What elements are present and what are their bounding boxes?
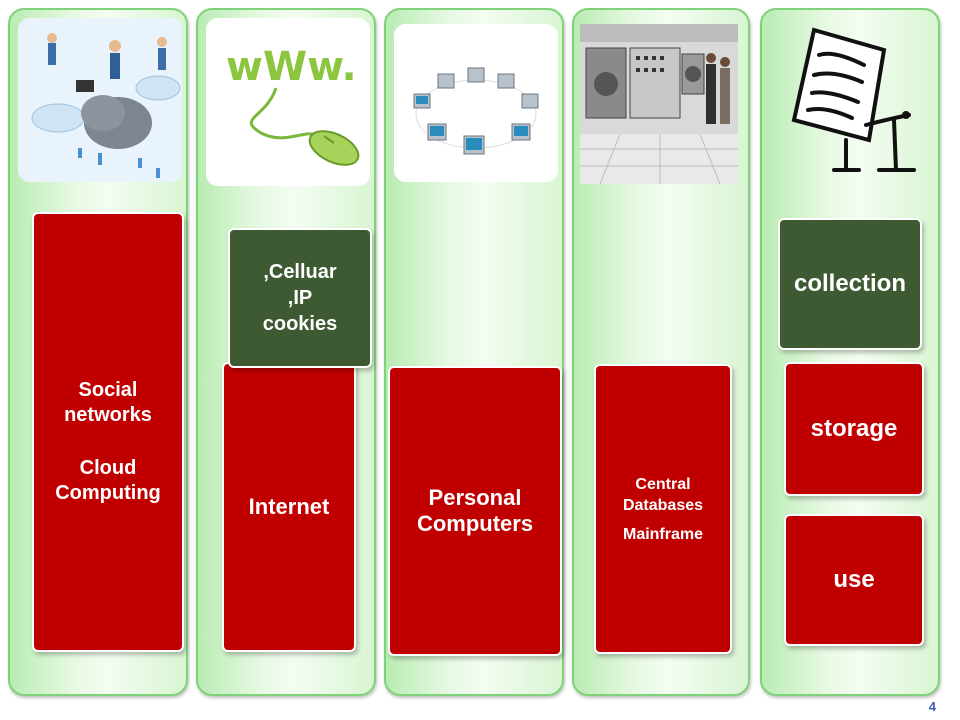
- column-mainframe: Central Databases Mainframe: [572, 8, 750, 696]
- network-computers-icon: [394, 24, 558, 182]
- collection-label: collection: [793, 270, 907, 297]
- networks-label: networks: [64, 404, 152, 426]
- computing-label: Computing: [55, 482, 161, 504]
- column-data-lifecycle: collection storage use: [760, 8, 940, 696]
- central-databases-box: Central Databases Mainframe: [594, 364, 732, 654]
- internet-box: Internet: [222, 362, 356, 652]
- mainframe-photo-icon: [580, 24, 738, 184]
- cloud-computing-people-icon: [18, 18, 182, 182]
- storage-label: storage: [810, 415, 898, 442]
- personal-label: Personal: [428, 485, 522, 510]
- column-cloud: Social networks Cloud Computing: [8, 8, 188, 696]
- use-box: use: [784, 514, 924, 646]
- celluar-ip-cookies-box: ,Celluar ,IP cookies: [228, 228, 372, 368]
- internet-label: Internet: [248, 494, 330, 519]
- central-label: Central: [635, 476, 691, 493]
- column-personal-computers: Personal Computers: [384, 8, 564, 696]
- mainframe-label: Mainframe: [622, 526, 704, 543]
- social-label: Social: [78, 379, 138, 401]
- paper-writing-icon: [774, 20, 924, 180]
- svg-text:wWw.: wWw.: [226, 44, 357, 90]
- cloud-label: Cloud: [79, 457, 137, 479]
- column-internet: wWw. Internet ,Celluar ,IP cookies: [196, 8, 376, 696]
- social-cloud-box: Social networks Cloud Computing: [32, 212, 184, 652]
- use-label: use: [833, 566, 875, 593]
- celluar-label: ,Celluar: [263, 261, 337, 283]
- cookies-label: cookies: [262, 313, 338, 335]
- computers-label: Computers: [416, 511, 534, 536]
- databases-label: Databases: [622, 497, 704, 514]
- collection-box: collection: [778, 218, 922, 350]
- personal-computers-box: Personal Computers: [388, 366, 562, 656]
- ip-label: ,IP: [287, 287, 313, 309]
- www-mouse-icon: wWw.: [206, 18, 370, 186]
- page-number: 4: [928, 699, 936, 714]
- storage-box: storage: [784, 362, 924, 496]
